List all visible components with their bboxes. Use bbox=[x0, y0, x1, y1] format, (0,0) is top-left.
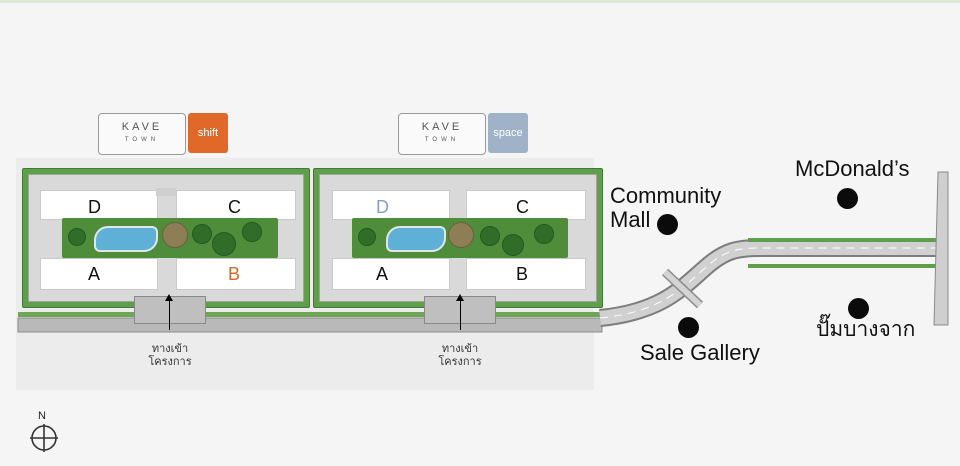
building-label-d: D bbox=[376, 197, 389, 217]
access-road-centerline bbox=[599, 247, 936, 319]
branch-road bbox=[662, 269, 703, 308]
logo-brand: KAVE bbox=[121, 121, 163, 133]
building-a bbox=[332, 258, 450, 290]
site2-courtyard bbox=[352, 218, 568, 258]
kave-town-space-logo: KAVE TOWN space bbox=[398, 113, 528, 155]
access-road bbox=[599, 241, 936, 325]
kave-town-shift-logo: KAVE TOWN shift bbox=[98, 113, 228, 155]
entrance-text: ทางเข้า โครงการ bbox=[438, 343, 482, 368]
logo-tag-space: space bbox=[488, 113, 528, 153]
logo-wordmark: KAVE TOWN bbox=[398, 113, 486, 155]
gas-station-label: ปั๊มบางจาก bbox=[816, 318, 916, 341]
mcdonalds-marker[interactable] bbox=[837, 188, 858, 209]
compass-north-label: N bbox=[38, 410, 46, 422]
logo-sub: TOWN bbox=[124, 137, 160, 143]
community-mall-marker[interactable] bbox=[657, 214, 678, 235]
top-border bbox=[0, 0, 960, 3]
tree bbox=[68, 228, 86, 246]
sale-gallery-label: Sale Gallery bbox=[640, 340, 760, 365]
building-d bbox=[40, 190, 158, 220]
building-a bbox=[40, 258, 158, 290]
tree bbox=[358, 228, 376, 246]
road-hedge-top bbox=[748, 238, 936, 242]
site1-lane bbox=[156, 188, 176, 196]
tree bbox=[502, 234, 524, 256]
site1-courtyard bbox=[62, 218, 278, 258]
road-hedge-bottom bbox=[748, 264, 936, 268]
tree bbox=[192, 224, 212, 244]
site1-entrance-label: ทางเข้า โครงการ bbox=[136, 343, 204, 369]
tree bbox=[242, 222, 262, 242]
entrance-text: ทางเข้า โครงการ bbox=[148, 343, 192, 368]
tree bbox=[162, 222, 188, 248]
logo-wordmark: KAVE TOWN bbox=[98, 113, 186, 155]
tree bbox=[534, 224, 554, 244]
building-label-c: C bbox=[228, 197, 241, 217]
building-d bbox=[332, 190, 450, 220]
tree bbox=[448, 222, 474, 248]
site1-pool bbox=[94, 226, 158, 252]
front-street bbox=[17, 317, 603, 333]
sale-gallery-marker[interactable] bbox=[678, 317, 699, 338]
entrance-arrow bbox=[165, 294, 173, 330]
front-street-hedge bbox=[18, 312, 602, 317]
building-label-a: A bbox=[376, 264, 389, 284]
building-b bbox=[466, 258, 586, 290]
building-label-c: C bbox=[516, 197, 529, 217]
gas-station-marker[interactable] bbox=[848, 298, 869, 319]
tree bbox=[212, 232, 236, 256]
site2-entrance-label: ทางเข้า โครงการ bbox=[426, 343, 494, 369]
building-label-b: B bbox=[228, 264, 241, 284]
logo-tag-shift: shift bbox=[188, 113, 228, 153]
building-label-b: B bbox=[516, 264, 529, 284]
tree bbox=[480, 226, 500, 246]
compass-icon bbox=[30, 424, 58, 452]
logo-sub: TOWN bbox=[424, 137, 460, 143]
building-b bbox=[176, 258, 296, 290]
main-highway bbox=[933, 171, 949, 326]
community-mall-label: Community Mall bbox=[610, 183, 722, 232]
logo-brand: KAVE bbox=[421, 121, 463, 133]
entrance-arrow bbox=[456, 294, 464, 330]
mcdonalds-label: McDonald’s bbox=[795, 156, 910, 181]
building-c bbox=[466, 190, 586, 220]
building-label-a: A bbox=[88, 264, 101, 284]
building-label-d: D bbox=[88, 197, 101, 217]
site2-pool bbox=[386, 226, 446, 252]
